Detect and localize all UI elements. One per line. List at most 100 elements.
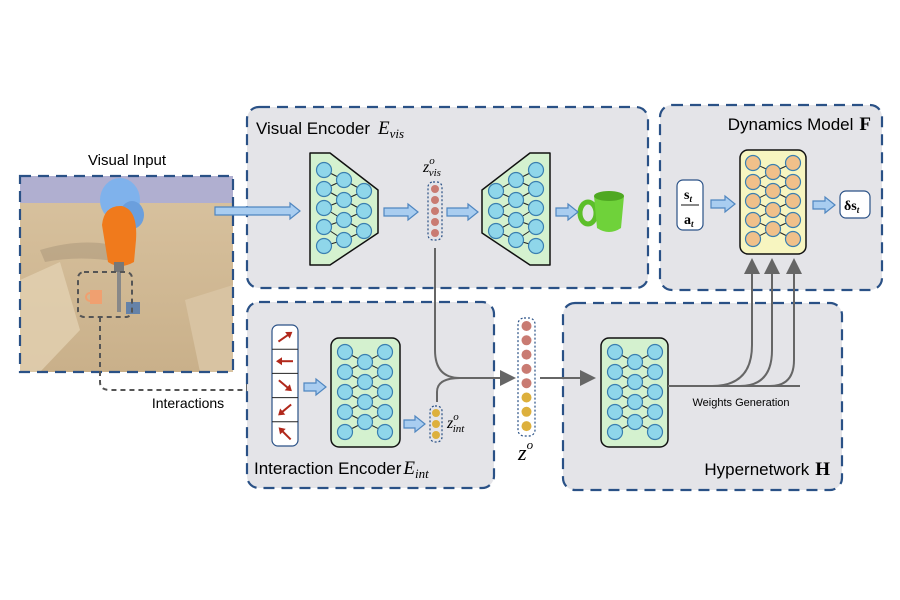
latent-dot — [521, 321, 532, 331]
svg-text:at: at — [684, 213, 694, 229]
network-node — [626, 413, 644, 431]
network-node — [784, 173, 802, 191]
network-node — [376, 363, 394, 381]
network-node — [784, 211, 802, 229]
latent-dot — [521, 378, 532, 389]
network-node — [764, 163, 782, 181]
network-node — [507, 211, 525, 229]
latent-dot — [521, 363, 532, 374]
state-action-input: st at — [676, 179, 704, 231]
network-node — [527, 161, 545, 179]
network-node — [355, 202, 373, 220]
latent-dot — [521, 392, 532, 403]
network-node — [356, 413, 374, 431]
direction-arrow-icon — [278, 379, 292, 392]
latent-dot — [431, 196, 439, 204]
network-node — [335, 211, 353, 229]
network-node — [507, 171, 525, 189]
network-node — [315, 199, 333, 217]
svg-text:st: st — [684, 188, 692, 204]
network-node — [315, 237, 333, 255]
network-node — [784, 230, 802, 248]
network-node — [487, 182, 505, 200]
network-node — [315, 218, 333, 236]
network-node — [335, 171, 353, 189]
network-node — [606, 343, 624, 361]
network-node — [646, 363, 664, 381]
network-node — [507, 231, 525, 249]
network-node — [336, 423, 354, 441]
decoder-to-mug-arrow — [555, 202, 579, 222]
visual-input-image — [18, 174, 235, 374]
z-combined-latent — [517, 317, 536, 437]
network-node — [626, 393, 644, 411]
network-node — [626, 373, 644, 391]
robot-arm-lower — [102, 205, 137, 266]
network-node — [356, 373, 374, 391]
network-node — [764, 182, 782, 200]
network-node — [335, 231, 353, 249]
network-node — [744, 192, 762, 210]
weights-generation-label: Weights Generation — [692, 397, 789, 409]
network-node — [487, 202, 505, 220]
latent-to-decoder-arrow — [446, 202, 479, 222]
sequence-to-encoder-arrow — [303, 377, 327, 397]
direction-arrow-icon — [277, 331, 293, 343]
network-node — [315, 180, 333, 198]
latent-dot — [431, 218, 439, 226]
network-node — [646, 423, 664, 441]
network-node — [376, 423, 394, 441]
latent-dot — [431, 185, 439, 193]
connections — [434, 248, 802, 402]
network-node — [356, 353, 374, 371]
latent-dot — [431, 207, 439, 215]
network-node — [527, 237, 545, 255]
network-node — [744, 173, 762, 191]
network-node — [606, 423, 624, 441]
visual-input-label: Visual Input — [88, 152, 167, 169]
network-node — [606, 363, 624, 381]
dynamics-nodes — [744, 154, 802, 248]
state-to-dynamics-arrow — [710, 194, 736, 214]
z-label: zo — [517, 437, 534, 465]
network-node — [376, 343, 394, 361]
latent-dot — [521, 421, 532, 432]
visual-decoder-nodes — [487, 161, 545, 255]
network-node — [527, 199, 545, 217]
network-node — [355, 182, 373, 200]
network-node — [487, 222, 505, 240]
mug-orange — [90, 290, 102, 304]
network-node — [626, 353, 644, 371]
network-node — [356, 393, 374, 411]
latent-dot — [431, 229, 439, 237]
network-node — [336, 343, 354, 361]
network-node — [784, 154, 802, 172]
interaction-encoder-nodes — [336, 343, 394, 441]
network-node — [646, 403, 664, 421]
network-node — [355, 222, 373, 240]
latent-dot — [521, 406, 532, 417]
network-node — [764, 201, 782, 219]
direction-arrow-icon — [278, 403, 292, 416]
dynamics-to-output-arrow — [812, 195, 836, 215]
network-node — [336, 383, 354, 401]
encoder-to-latent-arrow — [383, 202, 419, 222]
delta-state-output: δst — [839, 190, 871, 219]
network-node — [315, 161, 333, 179]
network-node — [744, 230, 762, 248]
latent-dot — [432, 431, 440, 439]
interactions-arrow — [99, 317, 262, 398]
hypernetwork-nodes — [606, 343, 664, 441]
network-node — [646, 343, 664, 361]
z-int-latent — [429, 405, 443, 443]
svg-text:δst: δst — [844, 199, 860, 215]
interaction-region — [77, 271, 133, 318]
reconstructed-mug — [577, 191, 624, 232]
latent-dot — [432, 420, 440, 428]
